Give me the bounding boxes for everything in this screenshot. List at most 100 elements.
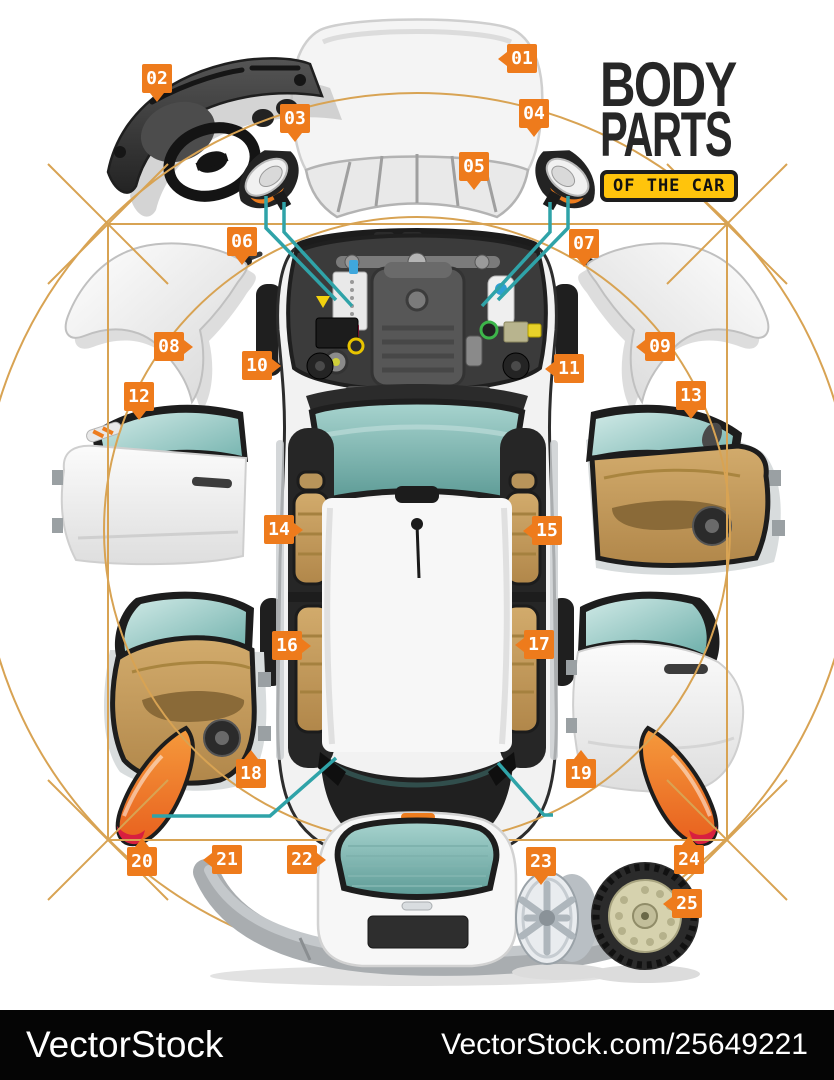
badge-06-number: 06 bbox=[231, 231, 253, 252]
badge-23-number: 23 bbox=[530, 851, 552, 872]
badge-22-number: 22 bbox=[291, 849, 313, 870]
badge-11: 11 bbox=[545, 354, 584, 383]
rear-seat-left bbox=[294, 604, 332, 734]
badge-20-number: 20 bbox=[131, 851, 153, 872]
badge-13-number: 13 bbox=[680, 385, 702, 406]
badge-15-number: 15 bbox=[536, 520, 558, 541]
badge-04: 04 bbox=[519, 99, 549, 137]
pointer-icon bbox=[663, 896, 672, 911]
badge-17-number: 17 bbox=[528, 634, 550, 655]
badge-22: 22 bbox=[287, 845, 326, 874]
badge-11-number: 11 bbox=[558, 358, 580, 379]
fender-left-part bbox=[64, 242, 256, 413]
engine-bay bbox=[286, 233, 548, 401]
badge-08-number: 08 bbox=[158, 336, 180, 357]
badge-07: 07 bbox=[569, 229, 599, 267]
pointer-icon bbox=[272, 358, 281, 373]
badge-03-number: 03 bbox=[284, 108, 306, 129]
badge-07-number: 07 bbox=[573, 233, 595, 254]
badge-09-number: 09 bbox=[649, 336, 671, 357]
pointer-icon bbox=[515, 637, 524, 652]
license-plate-recess bbox=[367, 915, 469, 949]
vectorstock-url: VectorStock.com/25649221 bbox=[441, 1028, 808, 1061]
pointer-icon bbox=[132, 411, 146, 420]
badge-14-number: 14 bbox=[268, 519, 290, 540]
pointer-icon bbox=[302, 638, 311, 653]
front-seat-left bbox=[292, 470, 330, 586]
wire-lines bbox=[152, 196, 570, 818]
pointer-icon bbox=[135, 838, 149, 847]
poster-title: BODY PARTS OF THE CAR bbox=[600, 50, 799, 202]
badge-25-number: 25 bbox=[676, 893, 698, 914]
pointer-icon bbox=[684, 410, 698, 419]
badge-04-number: 04 bbox=[523, 103, 545, 124]
badge-10-number: 10 bbox=[246, 355, 268, 376]
pointer-icon bbox=[682, 836, 696, 845]
pointer-icon bbox=[498, 51, 507, 66]
steering-wheel bbox=[163, 122, 261, 202]
badge-06: 06 bbox=[227, 227, 257, 265]
door-handle bbox=[191, 476, 232, 489]
pointer-icon bbox=[523, 523, 532, 538]
badge-05: 05 bbox=[459, 152, 489, 190]
pointer-icon bbox=[577, 258, 591, 267]
pointer-icon bbox=[534, 876, 548, 885]
badge-01: 01 bbox=[498, 44, 537, 73]
pointer-icon bbox=[294, 522, 303, 537]
badge-18: 18 bbox=[236, 750, 266, 788]
badge-16: 16 bbox=[272, 631, 311, 660]
badge-23: 23 bbox=[526, 847, 556, 885]
pointer-icon bbox=[235, 256, 249, 265]
pointer-icon bbox=[527, 128, 541, 137]
badge-01-number: 01 bbox=[511, 48, 533, 69]
pointer-icon bbox=[203, 852, 212, 867]
title-line-1: BODY bbox=[600, 50, 737, 120]
title-line-2: PARTS bbox=[600, 100, 733, 170]
headlight-left-part bbox=[239, 150, 299, 211]
door-handle bbox=[664, 664, 708, 674]
windshield bbox=[308, 398, 526, 504]
badge-02: 02 bbox=[142, 64, 172, 102]
pointer-icon bbox=[636, 339, 645, 354]
badge-20: 20 bbox=[127, 838, 157, 876]
badge-12-number: 12 bbox=[128, 386, 150, 407]
pointer-icon bbox=[574, 750, 588, 759]
badge-16-number: 16 bbox=[276, 635, 298, 656]
mirror-housing bbox=[395, 486, 439, 503]
badge-03: 03 bbox=[280, 104, 310, 142]
badge-14: 14 bbox=[264, 515, 303, 544]
badge-17: 17 bbox=[515, 630, 554, 659]
badge-10: 10 bbox=[242, 351, 281, 380]
warning-triangle bbox=[316, 296, 330, 308]
watermark-bar: VectorStock VectorStock.com/25649221 bbox=[0, 1010, 834, 1080]
badge-15: 15 bbox=[523, 516, 562, 545]
vectorstock-logo: VectorStock bbox=[26, 1024, 224, 1065]
badge-19: 19 bbox=[566, 750, 596, 788]
badge-24: 24 bbox=[674, 836, 704, 874]
badge-13: 13 bbox=[676, 381, 706, 419]
pointer-icon bbox=[150, 93, 164, 102]
pointer-icon bbox=[467, 181, 481, 190]
badge-02-number: 02 bbox=[146, 68, 168, 89]
alloy-rim-part bbox=[512, 871, 608, 980]
rear-window bbox=[334, 817, 500, 900]
front-left-door-part bbox=[52, 404, 248, 566]
badge-09: 09 bbox=[636, 332, 675, 361]
front-right-door-part bbox=[586, 404, 785, 575]
car-parts-illustration bbox=[0, 18, 834, 986]
badge-12: 12 bbox=[124, 382, 154, 420]
title-plate: OF THE CAR bbox=[600, 170, 739, 202]
badge-19-number: 19 bbox=[570, 763, 592, 784]
pointer-icon bbox=[545, 361, 554, 376]
badge-18-number: 18 bbox=[240, 763, 262, 784]
armrest bbox=[142, 691, 245, 722]
car-roof-center bbox=[322, 486, 512, 752]
badge-08: 08 bbox=[154, 332, 193, 361]
fender-right-part bbox=[577, 242, 770, 414]
trunk-lid-part bbox=[316, 811, 518, 968]
badge-21-number: 21 bbox=[216, 849, 238, 870]
pointer-icon bbox=[244, 750, 258, 759]
pointer-icon bbox=[317, 852, 326, 867]
pointer-icon bbox=[288, 133, 302, 142]
